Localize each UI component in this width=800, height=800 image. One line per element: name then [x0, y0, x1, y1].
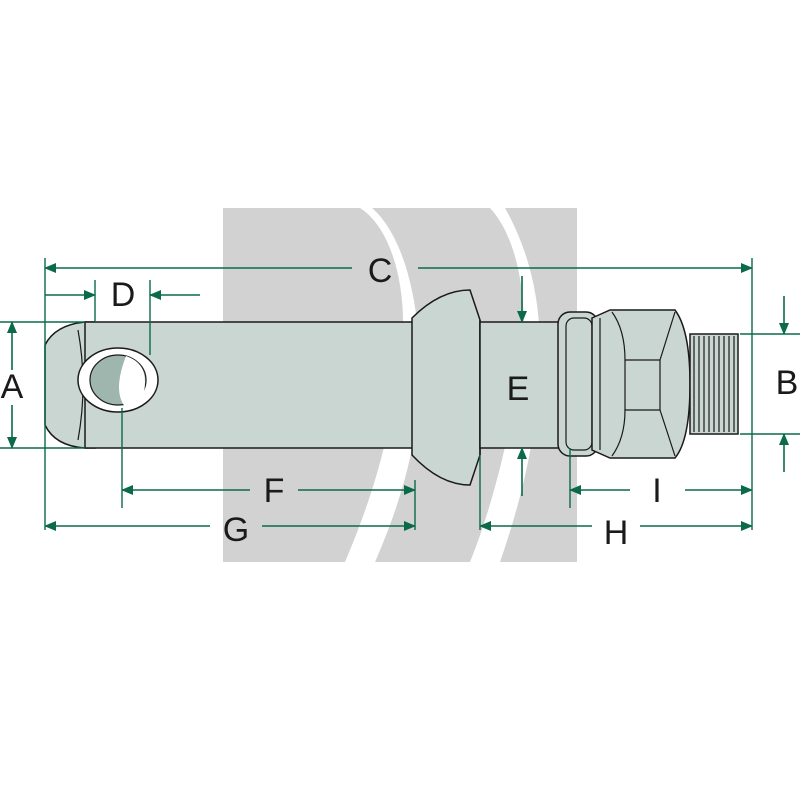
dimension-label-f: F — [264, 472, 285, 510]
dimension-label-i: I — [652, 472, 661, 510]
pin-shaft — [44, 321, 421, 449]
dimension-label-c: C — [368, 252, 393, 290]
dimension-label-b: B — [776, 364, 799, 402]
threaded-end — [689, 333, 739, 435]
extension-lines — [0, 258, 800, 530]
dimension-label-e: E — [507, 370, 530, 408]
hex-nut — [591, 309, 691, 459]
pin-collar — [411, 289, 481, 486]
dimension-label-h: H — [604, 514, 629, 552]
dimension-lines — [6, 263, 789, 531]
dimension-label-g: G — [223, 511, 249, 549]
dimension-label-a: A — [1, 368, 24, 406]
dimension-label-d: D — [111, 276, 136, 314]
cross-hole — [77, 347, 159, 413]
